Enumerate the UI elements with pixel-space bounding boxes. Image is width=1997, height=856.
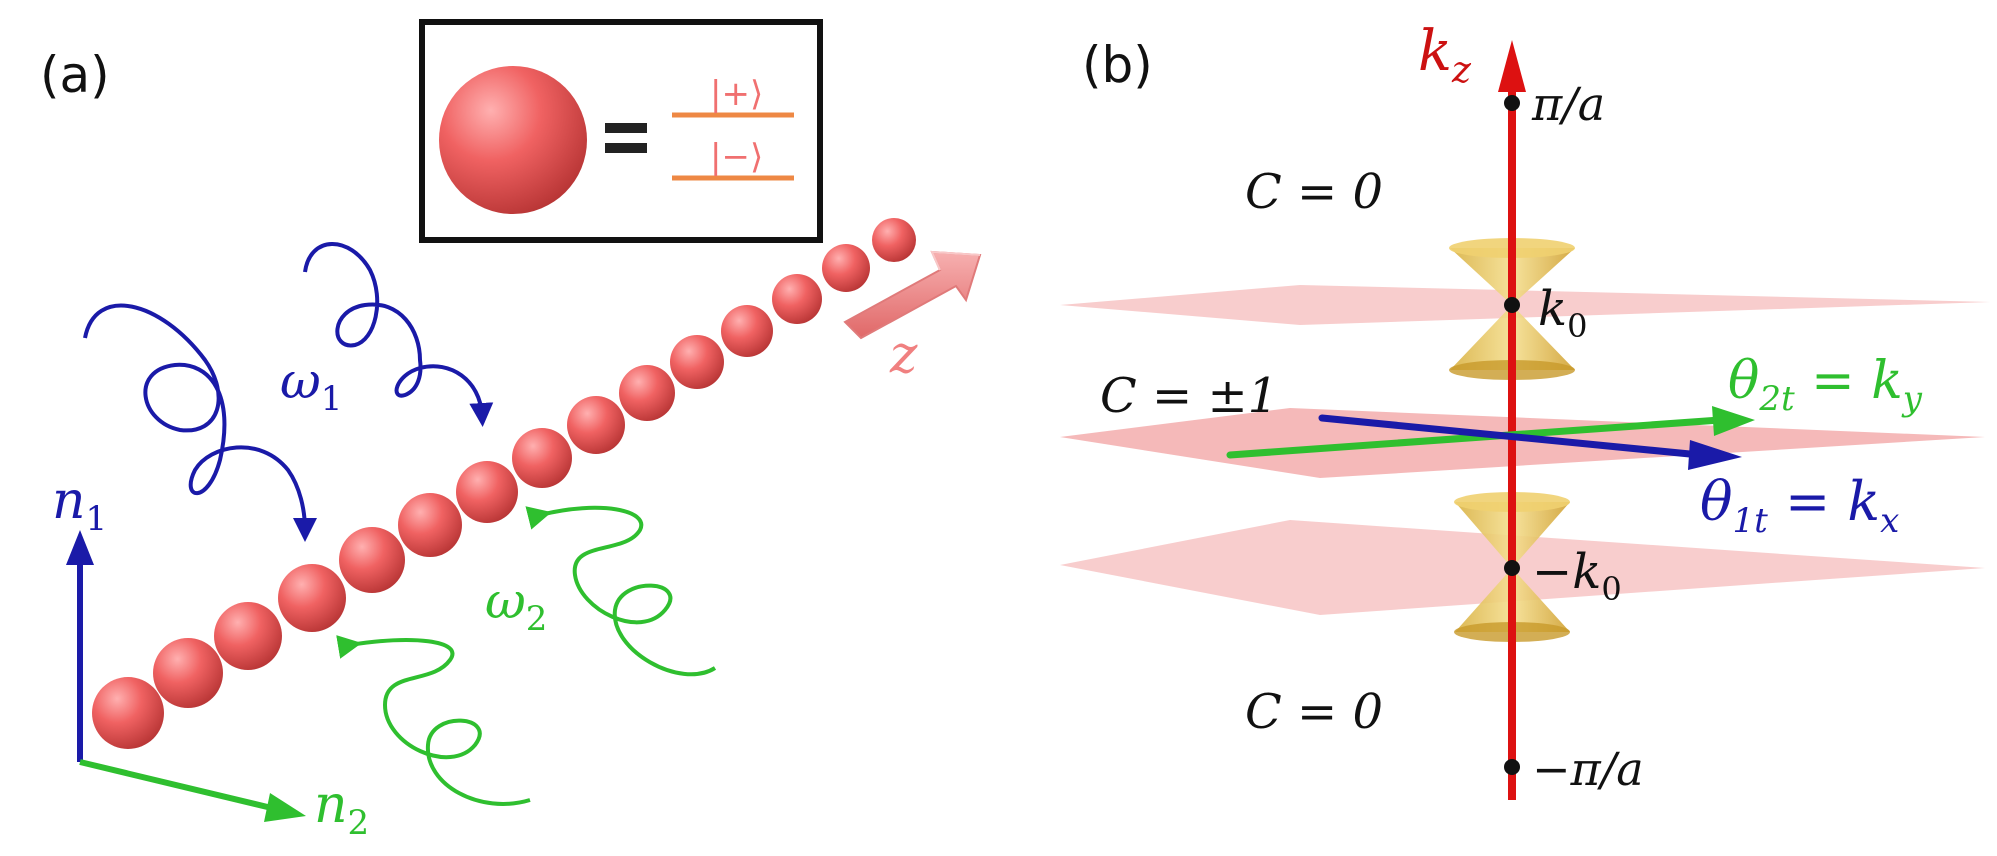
helix-arrow-icon (336, 635, 531, 806)
z-arrow-icon (843, 250, 982, 340)
sphere-icon (619, 365, 675, 421)
pi-over-a-label: π/a (1531, 77, 1605, 131)
sphere-icon (670, 335, 724, 389)
sphere-icon (153, 638, 223, 708)
point-minus-k0 (1504, 560, 1520, 576)
point-k0 (1504, 297, 1520, 313)
helix-arrow-icon (525, 505, 717, 677)
n1-label: n1 (52, 471, 107, 539)
theta2-label: θ2t = ky (1728, 351, 1923, 419)
inset-box: = |+⟩ |−⟩ (419, 19, 823, 243)
panel-b: (b) kz π/a −π/a k0 (1060, 19, 1990, 800)
plane-bottom (1060, 520, 1985, 615)
panel-b-label: (b) (1082, 36, 1153, 94)
omega1-label: ω1 (280, 352, 342, 419)
plane-top (1060, 285, 1990, 325)
ket-plus: |+⟩ (710, 74, 763, 114)
point-minus-pi-over-a (1504, 759, 1520, 775)
sphere-icon (214, 602, 282, 670)
z-label: z (889, 325, 918, 385)
chern-top-label: C = 0 (1245, 164, 1383, 220)
sphere-chain (92, 218, 916, 749)
panel-a: (a) = |+⟩ |−⟩ (40, 19, 982, 843)
point-pi-over-a (1504, 95, 1520, 111)
theta-axes (1226, 406, 1755, 470)
chern-bottom-label: C = 0 (1245, 684, 1383, 740)
sphere-icon (92, 677, 164, 749)
sphere-icon (398, 493, 462, 557)
minus-k0-label: −k0 (1532, 544, 1622, 608)
blue-drive-icons (83, 242, 494, 542)
helix-arrow-icon (83, 303, 317, 542)
helix-arrow-icon (303, 242, 494, 427)
minus-pi-over-a-label: −π/a (1532, 742, 1644, 796)
n2-label: n2 (314, 775, 369, 843)
sphere-icon (278, 564, 346, 632)
sphere-icon (567, 396, 625, 454)
sphere-icon (456, 461, 518, 523)
sphere-icon (772, 274, 822, 324)
k0-label: k0 (1538, 281, 1587, 345)
omega2-label: ω2 (485, 572, 547, 639)
theta1-label: θ1t = kx (1700, 470, 1899, 541)
sphere-icon (872, 218, 916, 262)
chern-middle-label: C = ±1 (1100, 368, 1278, 424)
n-axes (66, 530, 306, 822)
inset-sphere-icon (439, 66, 587, 214)
kz-arrowhead (1498, 40, 1526, 92)
ket-minus: |−⟩ (710, 137, 763, 177)
kz-label: kz (1418, 19, 1472, 91)
green-drive-icons (336, 505, 717, 806)
sphere-icon (512, 428, 572, 488)
panel-a-label: (a) (40, 46, 110, 104)
sphere-icon (822, 244, 870, 292)
sphere-icon (339, 527, 405, 593)
sphere-icon (721, 305, 773, 357)
plane-middle (1060, 408, 1985, 478)
